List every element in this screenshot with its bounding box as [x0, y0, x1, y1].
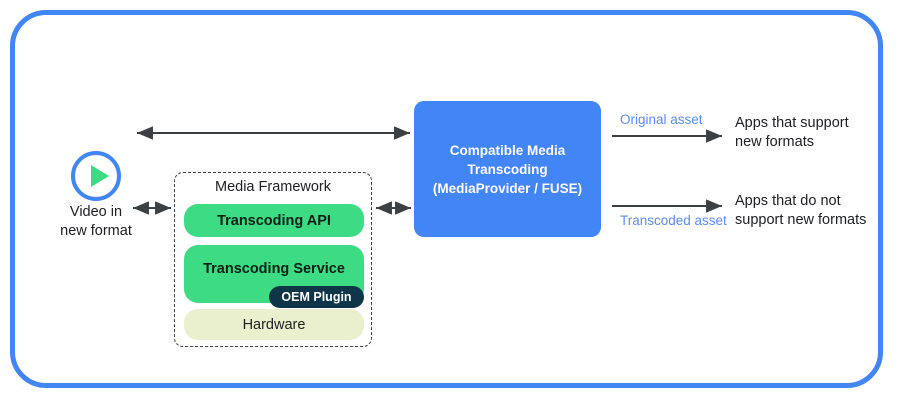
apps-support-new-formats-label: Apps that support new formats — [735, 115, 849, 150]
hardware-box: Hardware — [184, 309, 364, 340]
media-framework-group: Media Framework Transcoding API Transcod… — [174, 172, 372, 347]
oem-plugin-badge: OEM Plugin — [269, 286, 364, 308]
transcoded-asset-label: Transcoded asset — [620, 213, 727, 228]
video-source-caption: Video in new format — [60, 204, 132, 239]
original-asset-label: Original asset — [620, 112, 703, 127]
transcoding-api-box: Transcoding API — [184, 204, 364, 237]
apps-no-support-new-formats-label: Apps that do not support new formats — [735, 193, 867, 228]
play-triangle-icon — [91, 165, 109, 187]
play-circle-icon — [71, 151, 121, 201]
outer-frame-border — [10, 10, 883, 388]
media-framework-title: Media Framework — [214, 179, 332, 195]
compatible-media-transcoding-box: Compatible Media Transcoding (MediaProvi… — [414, 101, 601, 237]
